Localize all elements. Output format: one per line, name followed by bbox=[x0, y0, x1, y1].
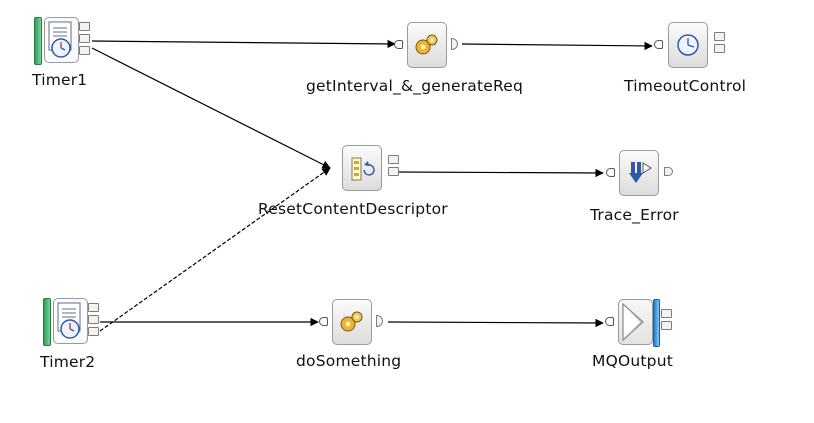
input-terminal[interactable] bbox=[606, 168, 615, 177]
connections bbox=[91, 39, 653, 332]
input-terminal[interactable] bbox=[605, 317, 614, 326]
output-terminal[interactable] bbox=[79, 34, 90, 43]
reset-descriptor-icon bbox=[351, 157, 375, 181]
output-terminal[interactable] bbox=[451, 38, 458, 50]
node-label: getInterval_&_generateReq bbox=[306, 77, 524, 95]
output-terminal[interactable] bbox=[388, 155, 399, 164]
output-terminal[interactable] bbox=[88, 303, 99, 312]
queue-bar-icon bbox=[653, 299, 660, 347]
node-box[interactable] bbox=[668, 22, 708, 68]
output-terminal[interactable] bbox=[714, 32, 725, 41]
node-label: Timer1 bbox=[32, 71, 88, 89]
node-box[interactable] bbox=[407, 22, 447, 68]
node-mqoutput[interactable]: MQOutput bbox=[590, 299, 710, 379]
connection-timer1-to-resetcontent[interactable] bbox=[91, 47, 331, 169]
node-dosomething[interactable]: doSomething bbox=[296, 299, 426, 379]
output-terminal[interactable] bbox=[88, 315, 99, 324]
output-terminal[interactable] bbox=[388, 167, 399, 176]
node-timeoutcontrol[interactable]: TimeoutControl bbox=[624, 22, 774, 102]
output-terminal[interactable] bbox=[664, 167, 673, 176]
node-box[interactable] bbox=[44, 17, 79, 63]
node-box[interactable] bbox=[619, 150, 659, 196]
node-label: Trace_Error bbox=[590, 206, 679, 224]
node-label: Timer2 bbox=[40, 353, 96, 371]
node-timer2[interactable]: Timer2 bbox=[40, 297, 120, 377]
node-traceerror[interactable]: Trace_Error bbox=[588, 150, 718, 230]
output-terminal[interactable] bbox=[714, 44, 725, 53]
output-terminal[interactable] bbox=[376, 315, 383, 327]
compute-gears-icon bbox=[415, 34, 438, 55]
node-box[interactable] bbox=[332, 299, 372, 345]
timer-clock-icon bbox=[57, 302, 81, 339]
output-terminal[interactable] bbox=[88, 327, 99, 336]
trace-icon bbox=[629, 162, 652, 183]
mq-output-icon bbox=[622, 302, 644, 342]
output-terminal[interactable] bbox=[661, 321, 672, 330]
input-terminal[interactable] bbox=[394, 40, 403, 49]
node-getinterval[interactable]: getInterval_&_generateReq bbox=[306, 22, 566, 102]
output-terminal[interactable] bbox=[79, 46, 90, 55]
input-terminal[interactable] bbox=[319, 317, 328, 326]
node-box[interactable] bbox=[342, 145, 382, 191]
connection-timer1-to-getinterval[interactable] bbox=[91, 39, 396, 49]
node-timer1[interactable]: Timer1 bbox=[32, 16, 112, 96]
output-terminal[interactable] bbox=[79, 22, 90, 31]
node-label: MQOutput bbox=[592, 352, 674, 370]
clock-icon bbox=[677, 34, 699, 56]
connection-dosomething-to-mqoutput[interactable] bbox=[387, 318, 604, 328]
timer-bar-icon bbox=[34, 17, 42, 65]
node-resetcontent[interactable]: ResetContentDescriptor bbox=[258, 145, 488, 225]
node-label: doSomething bbox=[296, 352, 402, 370]
connection-getinterval-to-timeoutcontrol[interactable] bbox=[461, 41, 653, 51]
node-label: ResetContentDescriptor bbox=[258, 200, 448, 218]
connection-resetcontent-to-traceerror[interactable] bbox=[397, 168, 604, 178]
node-box[interactable] bbox=[618, 299, 653, 345]
node-box[interactable] bbox=[53, 298, 88, 344]
node-label: TimeoutControl bbox=[624, 77, 747, 95]
timer-bar-icon bbox=[43, 298, 51, 346]
input-terminal[interactable] bbox=[654, 40, 663, 49]
timer-clock-icon bbox=[48, 21, 72, 58]
connection-timer2-to-resetcontent[interactable] bbox=[99, 167, 331, 332]
output-terminal[interactable] bbox=[661, 309, 672, 318]
compute-gears-icon bbox=[340, 311, 363, 332]
